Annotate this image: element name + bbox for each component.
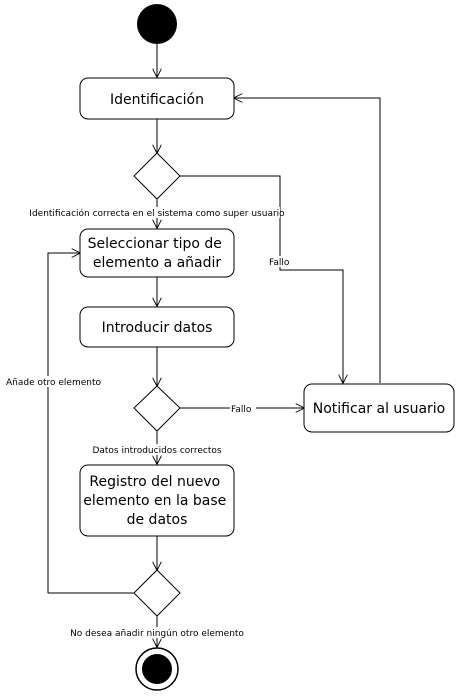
action-seleccionar-tipo: [79, 228, 235, 278]
action-identificacion-label: Identificación: [110, 92, 204, 108]
decision-datos: [133, 385, 181, 432]
label-fallo-datos: Fallo: [231, 405, 252, 415]
nodes: Identificación Seleccionar tipo de eleme…: [79, 4, 455, 691]
label-datos-correctos: Datos introducidos correctos: [92, 446, 221, 456]
action-introducir-datos-label: Introducir datos: [102, 320, 213, 336]
decision-otro-elemento: [133, 569, 181, 617]
action-registro-elemento: [79, 464, 235, 537]
label-anade-otro-elemento: Añade otro elemento: [6, 378, 102, 388]
label-fallo-identificacion: Fallo: [269, 258, 290, 268]
action-identificacion: [79, 77, 235, 120]
decision-identificacion: [133, 152, 181, 200]
action-notificar-usuario: [303, 383, 455, 433]
action-notificar-usuario-label: Notificar al usuario: [313, 401, 445, 417]
edge-notificar-to-identificacion: [234, 98, 381, 383]
label-identificacion-correcta: Identificación correcta en el sistema co…: [29, 208, 285, 219]
action-registro-elemento-label: Registro del nuevo elemento en la base d…: [83, 474, 230, 528]
final-node-inner: [142, 654, 172, 684]
edge-decision1-to-notificar: [180, 175, 343, 383]
action-seleccionar-tipo-label: Seleccionar tipo de elemento a añadir: [88, 236, 227, 271]
initial-node: [137, 4, 177, 44]
action-introducir-datos: [79, 306, 235, 348]
edge-labels: Identificación correcta en el sistema co…: [5, 207, 294, 639]
edge-decision3-to-seleccionar: [47, 253, 134, 594]
label-no-desea-otro: No desea añadir ningún otro elemento: [70, 629, 244, 639]
edges: [47, 44, 381, 647]
